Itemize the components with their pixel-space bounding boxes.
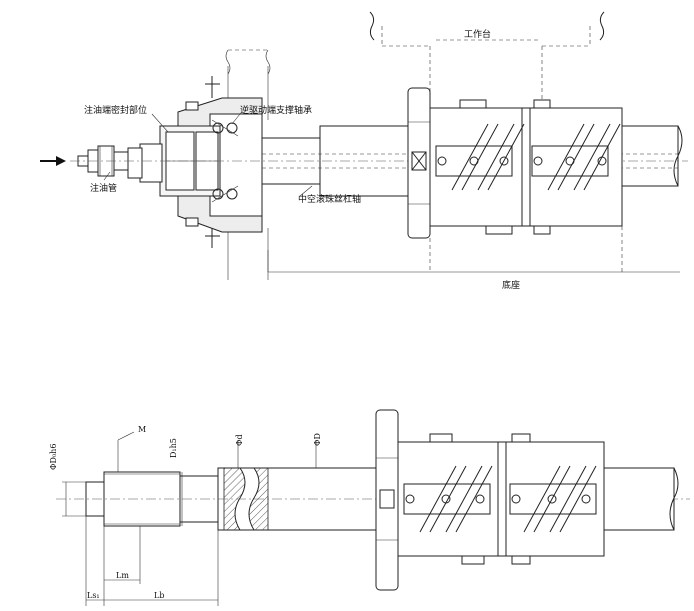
workbench-label: 工作台 (464, 28, 491, 40)
base-outline (267, 226, 680, 273)
leader-lines (103, 113, 313, 197)
dim-d0-label: ΦD₀h6 (49, 444, 58, 470)
drive-bearing-label: 逆驱动端支撑轴承 (240, 104, 312, 116)
dim-phiD-label: ΦD (313, 433, 322, 446)
nut-flange (407, 87, 431, 239)
dim-m-label: M (138, 425, 146, 434)
flange-bottom (375, 409, 399, 591)
dim-d1-label: D₁h5 (169, 438, 178, 458)
base-label: 底座 (502, 279, 520, 291)
support-bearing-balls (211, 119, 239, 203)
top-assembly-view: 工作台 (40, 11, 688, 291)
hollow-shaft-label: 中空滚珠丝杠轴 (298, 193, 361, 205)
dimension-lines (62, 431, 317, 606)
oil-seal-label: 注油端密封部位 (84, 104, 147, 116)
bearing-housing (127, 49, 271, 280)
dim-lb-label: Lb (154, 591, 164, 600)
ball-nut (429, 99, 623, 235)
housing-bolts (185, 76, 220, 248)
oil-flow-arrow (40, 156, 66, 166)
bottom-dimension-view: ΦD₀h6 M D₁h5 Φd ΦD Lm Ls₁ Lb (49, 409, 690, 606)
dim-phid-label: Φd (235, 434, 244, 446)
workbench-outline (369, 11, 605, 104)
dim-ls1-label: Ls₁ (87, 591, 100, 600)
dim-lm-label: Lm (116, 571, 129, 580)
oil-pipe-label: 注油管 (90, 182, 117, 194)
ball-nut-bottom (397, 433, 679, 565)
